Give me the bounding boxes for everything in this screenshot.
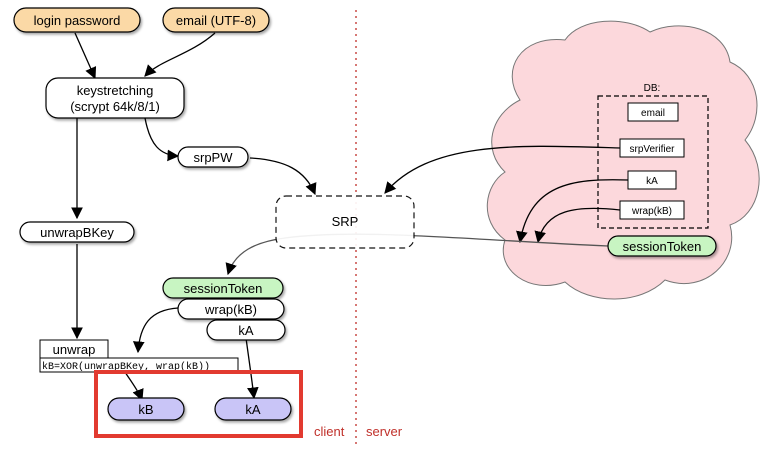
arrow-wrapkb-to-server-session xyxy=(534,207,621,244)
ka-result-node: kA xyxy=(214,397,292,421)
db-label: DB: xyxy=(644,83,661,94)
svg-text:kA: kA xyxy=(646,176,658,187)
db-field-wrapkb: wrap(kB) xyxy=(619,200,685,220)
db-field-ka: kA xyxy=(627,170,677,190)
svg-text:login password: login password xyxy=(34,13,121,28)
login-password-node: login password xyxy=(13,7,141,33)
svg-text:srpVerifier: srpVerifier xyxy=(629,144,675,155)
arrow-email-to-keystretching xyxy=(144,32,216,77)
server-cloud xyxy=(486,20,760,300)
arrow-wrapkb-to-unwrap xyxy=(132,307,179,354)
arrow-unwrap-to-kb xyxy=(124,371,144,402)
server-session-token: sessionToken xyxy=(607,235,717,257)
svg-text:keystretching: keystretching xyxy=(77,83,154,98)
svg-text:sessionToken: sessionToken xyxy=(623,239,702,254)
client-session-token: sessionToken xyxy=(162,277,284,299)
kb-result-node: kB xyxy=(107,397,185,421)
arrow-srpverifier-to-srp xyxy=(384,145,621,194)
arrow-password-to-keystretching xyxy=(74,32,97,80)
srppw-node: srpPW xyxy=(177,146,249,168)
svg-text:email (UTF-8): email (UTF-8) xyxy=(176,13,256,28)
svg-text:email: email xyxy=(641,108,665,119)
svg-text:SRP: SRP xyxy=(332,214,359,229)
svg-text:wrap(kB): wrap(kB) xyxy=(204,302,257,317)
keystretching-node: keystretching (scrypt 64k/8/1) xyxy=(45,77,185,119)
svg-text:wrap(kB): wrap(kB) xyxy=(631,206,672,217)
svg-text:kB: kB xyxy=(138,402,153,417)
result-highlight-box xyxy=(94,370,303,438)
unwrapbkey-node: unwrapBKey xyxy=(19,221,135,243)
email-node: email (UTF-8) xyxy=(162,7,270,33)
db-field-email: email xyxy=(627,102,679,122)
svg-text:sessionToken: sessionToken xyxy=(184,281,263,296)
db-field-srpverifier: srpVerifier xyxy=(619,138,685,158)
client-wrap-kb: wrap(kB) xyxy=(177,298,285,320)
db-box xyxy=(597,95,709,229)
client-label: client xyxy=(314,424,345,439)
server-label: server xyxy=(366,424,403,439)
svg-text:srpPW: srpPW xyxy=(194,150,234,165)
svg-text:unwrap: unwrap xyxy=(53,342,96,357)
svg-text:kA: kA xyxy=(238,323,254,338)
svg-text:(scrypt 64k/8/1): (scrypt 64k/8/1) xyxy=(70,99,160,114)
svg-text:kA: kA xyxy=(245,402,261,417)
srp-box: SRP xyxy=(275,195,415,249)
arrow-ka-to-server-session xyxy=(516,179,629,244)
svg-text:unwrapBKey: unwrapBKey xyxy=(40,225,114,240)
arrow-ka-to-ka-result xyxy=(245,337,259,400)
arrow-keystretching-to-srppw xyxy=(144,117,180,162)
client-ka: kA xyxy=(206,319,286,341)
arrow-srppw-to-srp xyxy=(249,157,317,196)
